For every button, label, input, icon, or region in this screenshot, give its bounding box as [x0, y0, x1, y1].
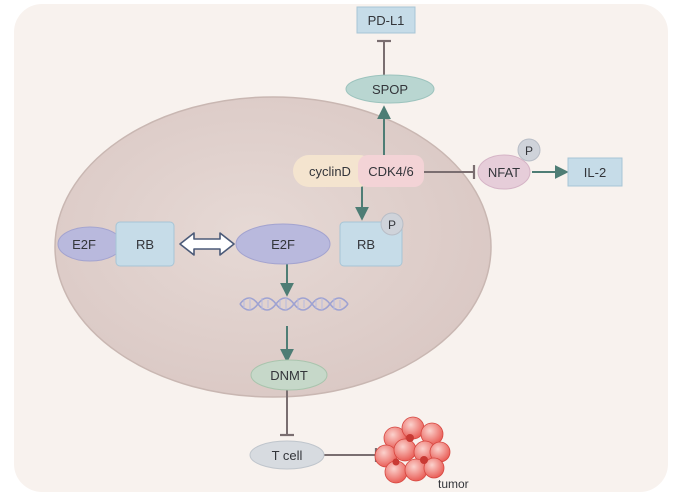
e2f-free-label: E2F [271, 237, 295, 252]
dnmt-label: DNMT [270, 368, 308, 383]
nfat-node [477, 154, 531, 190]
cyclind-label: cyclinD [309, 164, 351, 179]
pdl1-label: PD-L1 [368, 13, 405, 28]
tcell-label: T cell [272, 448, 303, 463]
e2f-bound-label: E2F [72, 237, 96, 252]
nfat-label: NFAT [488, 165, 520, 180]
rb-bound-label: RB [136, 237, 154, 252]
tumor-label: tumor [438, 477, 469, 491]
tcell-node [249, 440, 325, 470]
tumor-cluster-icon [374, 416, 451, 484]
dnmt-node [250, 359, 328, 391]
rb-bound-box [115, 221, 175, 267]
il2-label: IL-2 [584, 165, 606, 180]
rb-phosphate [380, 212, 404, 236]
cyclind-node [293, 155, 375, 187]
spop-node [345, 74, 435, 104]
pdl1-box [356, 6, 416, 34]
cdk46-label: CDK4/6 [368, 164, 414, 179]
e2f-free-node [235, 223, 331, 265]
il2-box [567, 157, 623, 187]
rb-phosphate-label: P [388, 218, 396, 232]
nfat-phosphate [517, 138, 541, 162]
spop-label: SPOP [372, 82, 408, 97]
rb-phos-label: RB [357, 237, 375, 252]
cdk46-node [358, 155, 424, 187]
nfat-phosphate-label: P [525, 144, 533, 158]
reversible-arrow [179, 232, 235, 256]
dna-helix-icon [239, 297, 349, 311]
